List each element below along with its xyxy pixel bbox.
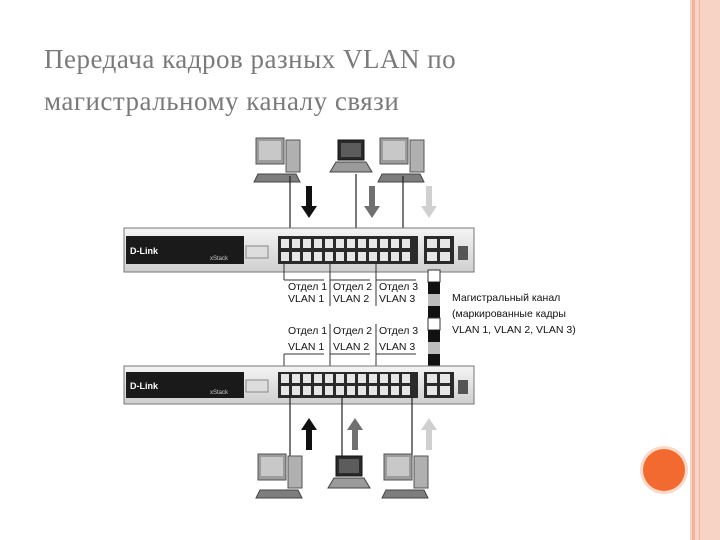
trunk-legend-line3: VLAN 1, VLAN 2, VLAN 3)	[452, 324, 576, 336]
top-dept3-label: Отдел 3	[379, 281, 418, 293]
decorative-line	[692, 0, 695, 540]
desktop-computer-icon	[377, 137, 425, 183]
bottom-vlan1-label: VLAN 1	[288, 341, 324, 353]
desktop-computer-icon	[255, 453, 303, 499]
top-switch: D-Link xStack	[123, 227, 475, 273]
switch-brand: D-Link	[130, 381, 159, 391]
vlan3-arrow-down	[421, 186, 437, 218]
top-vlan3-label: VLAN 3	[379, 293, 415, 305]
switch-brand: D-Link	[130, 246, 159, 256]
top-dept2-label: Отдел 2	[333, 281, 372, 293]
vlan1-arrow-down	[301, 186, 317, 218]
trunk-link	[427, 269, 441, 379]
desktop-computer-icon	[253, 137, 301, 183]
top-vlan2-label: VLAN 2	[333, 293, 369, 305]
top-dept1-label: Отдел 1	[288, 281, 327, 293]
laptop-icon	[329, 139, 373, 173]
bottom-vlan2-label: VLAN 2	[333, 341, 369, 353]
bottom-switch: D-Link xStack	[123, 365, 475, 405]
decorative-orange-circle	[643, 449, 685, 491]
bottom-dept2-label: Отдел 2	[333, 325, 372, 337]
vlan3-arrow-up	[421, 418, 437, 450]
trunk-legend-line2: (маркированные кадры	[452, 308, 566, 320]
slide-title-line2: магистральному каналу связи	[44, 86, 400, 116]
slide-title-line1: Передача кадров разных VLAN по	[44, 44, 457, 74]
desktop-computer-icon	[381, 453, 429, 499]
top-vlan1-label: VLAN 1	[288, 293, 324, 305]
bottom-dept1-label: Отдел 1	[288, 325, 327, 337]
trunk-legend-line1: Магистральный канал	[452, 292, 560, 304]
decorative-side-bar	[690, 0, 720, 540]
switch-model: xStack	[210, 256, 229, 262]
vlan1-arrow-up	[301, 418, 317, 450]
vlan2-arrow-down	[364, 186, 380, 218]
switch-model: xStack	[210, 390, 229, 396]
bottom-vlan3-label: VLAN 3	[379, 341, 415, 353]
laptop-icon	[327, 455, 371, 489]
slide-title: Передача кадров разных VLAN по магистрал…	[44, 38, 644, 122]
bottom-dept3-label: Отдел 3	[379, 325, 418, 337]
decorative-line	[699, 0, 700, 540]
vlan-trunk-diagram: D-Link xStack Отдел 1 VLAN 1 Отдел 2 VLA…	[118, 128, 578, 508]
vlan2-arrow-up	[347, 418, 363, 450]
